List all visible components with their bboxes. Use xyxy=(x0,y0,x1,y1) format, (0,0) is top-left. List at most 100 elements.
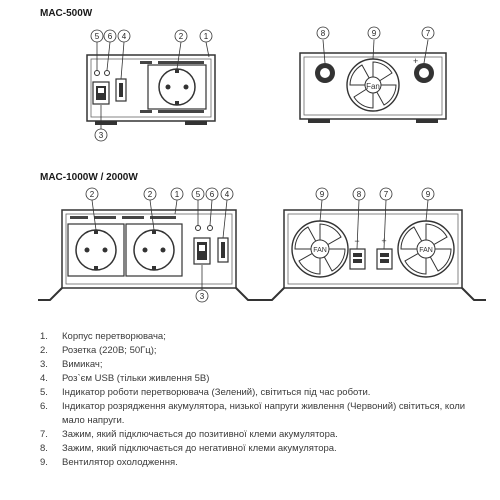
callout-label: 6 xyxy=(108,32,113,41)
callout-9 xyxy=(315,187,329,201)
callout-label: 1 xyxy=(175,190,180,199)
callout-7 xyxy=(421,26,435,40)
callout-1 xyxy=(170,187,184,201)
mac1000-back-callouts xyxy=(315,187,435,250)
legend-item-1: 1. Корпус перетворювача; xyxy=(40,330,480,344)
legend-item-7: 7. Зажим, який підключається до позитивн… xyxy=(40,428,480,442)
legend-text: Вентилятор охолодження. xyxy=(62,457,178,468)
led-battery-indicator xyxy=(104,70,110,76)
fan-label: FAN xyxy=(419,247,433,254)
legend-item-2: 2. Розетка (220В; 50Гц); xyxy=(40,344,480,358)
callout-label: 1 xyxy=(204,32,209,41)
legend-number: 9. xyxy=(40,457,48,468)
usb-port xyxy=(217,237,229,263)
callout-7 xyxy=(379,187,393,201)
legend-list: 1. Корпус перетворювача; 2. Розетка (220… xyxy=(40,330,480,470)
fan-icon xyxy=(346,58,400,112)
callout-4 xyxy=(220,187,234,201)
callout-label: 3 xyxy=(99,131,104,140)
callout-label: 5 xyxy=(196,190,201,199)
plus-sign: + xyxy=(413,56,418,66)
callout-label: 2 xyxy=(179,32,184,41)
callout-2 xyxy=(143,187,157,201)
legend-number: 2. xyxy=(40,345,48,356)
vent-slots xyxy=(70,216,176,219)
callout-8 xyxy=(316,26,330,40)
model-title-mac1000: MAC-1000W / 2000W xyxy=(40,172,138,183)
callout-5 xyxy=(191,187,205,201)
vent-slots xyxy=(140,61,204,113)
inverter-diagram: 5 6 4 2 1 3 + Fan xyxy=(38,26,486,303)
legend-item-6: 6. Індикатор розрядження акумулятора, ни… xyxy=(40,400,480,428)
negative-terminal xyxy=(315,63,335,83)
callout-9 xyxy=(367,26,381,40)
fan-icon-right xyxy=(397,220,455,278)
callout-2 xyxy=(85,187,99,201)
callout-6 xyxy=(103,29,117,43)
callout-8 xyxy=(352,187,366,201)
callout-9 xyxy=(421,187,435,201)
fan-label: FAN xyxy=(313,247,327,254)
positive-terminal xyxy=(414,63,434,83)
ac-socket xyxy=(147,64,207,110)
callout-label: 8 xyxy=(321,29,326,38)
callout-1 xyxy=(199,29,213,43)
ac-socket-2 xyxy=(125,223,183,277)
negative-terminal xyxy=(349,248,366,270)
callout-6 xyxy=(205,187,219,201)
legend-item-3: 3. Вимикач; xyxy=(40,358,480,372)
legend-number: 1. xyxy=(40,331,48,342)
mac500-back-panel: + Fan xyxy=(299,52,447,123)
legend-text: Зажим, який підключається до позитивної … xyxy=(62,429,338,440)
legend-text: Розетка (220В; 50Гц); xyxy=(62,345,157,356)
callout-label: 5 xyxy=(95,32,100,41)
callout-label: 9 xyxy=(320,190,325,199)
callout-label: 2 xyxy=(148,190,153,199)
legend-item-8: 8. Зажим, який підключається до негативн… xyxy=(40,442,480,456)
mac500-back-callout-labels: 8 9 7 xyxy=(321,29,431,38)
legend-number: 3. xyxy=(40,359,48,370)
legend-text: Роз`єм USB (тільки живлення 5В) xyxy=(62,373,210,384)
mac500-front-callout-labels: 5 6 4 2 1 3 xyxy=(95,32,209,140)
mac1000-back-callout-labels: 9 8 7 9 xyxy=(320,190,431,199)
legend-text: Індикатор роботи перетворювача (Зелений)… xyxy=(62,387,371,398)
legend-text: Корпус перетворювача; xyxy=(62,331,166,342)
legend-number: 6. xyxy=(40,401,48,412)
mac500-back-callouts xyxy=(316,26,435,64)
callout-5 xyxy=(90,29,104,43)
fan-label: Fan xyxy=(366,82,380,91)
callout-label: 7 xyxy=(384,190,389,199)
callout-4 xyxy=(117,29,131,43)
led-power-indicator xyxy=(94,70,100,76)
usb-port xyxy=(115,78,127,102)
fan-icon-left xyxy=(291,220,349,278)
mac1000-front-callouts xyxy=(85,187,234,303)
callout-label: 4 xyxy=(225,190,230,199)
led-battery-indicator xyxy=(207,225,213,231)
callout-label: 3 xyxy=(200,292,205,301)
callout-3 xyxy=(195,289,209,303)
callout-label: 2 xyxy=(90,190,95,199)
callout-label: 9 xyxy=(372,29,377,38)
mac1000-back-panel: FAN FAN − + xyxy=(260,209,486,301)
callout-label: 6 xyxy=(210,190,215,199)
legend-text: Зажим, який підключається до негативної … xyxy=(62,443,337,454)
legend-number: 8. xyxy=(40,443,48,454)
legend-text: Індикатор розрядження акумулятора, низьк… xyxy=(62,401,466,426)
mac1000-front-callout-labels: 2 2 1 5 6 4 3 xyxy=(90,190,230,301)
callout-label: 8 xyxy=(357,190,362,199)
model-title-mac500: MAC-500W xyxy=(40,8,93,19)
callout-3 xyxy=(94,128,108,142)
led-power-indicator xyxy=(195,225,201,231)
callout-label: 4 xyxy=(122,32,127,41)
legend-item-4: 4. Роз`єм USB (тільки живлення 5В) xyxy=(40,372,480,386)
legend-number: 7. xyxy=(40,429,48,440)
legend-item-9: 9. Вентилятор охолодження. xyxy=(40,456,480,470)
legend-item-5: 5. Індикатор роботи перетворювача (Зелен… xyxy=(40,386,480,400)
power-switch xyxy=(193,237,211,265)
mac500-front-callouts xyxy=(90,29,213,142)
legend-number: 5. xyxy=(40,387,48,398)
legend-text: Вимикач; xyxy=(62,359,103,370)
callout-2 xyxy=(174,29,188,43)
mac500-front-panel xyxy=(86,54,216,125)
